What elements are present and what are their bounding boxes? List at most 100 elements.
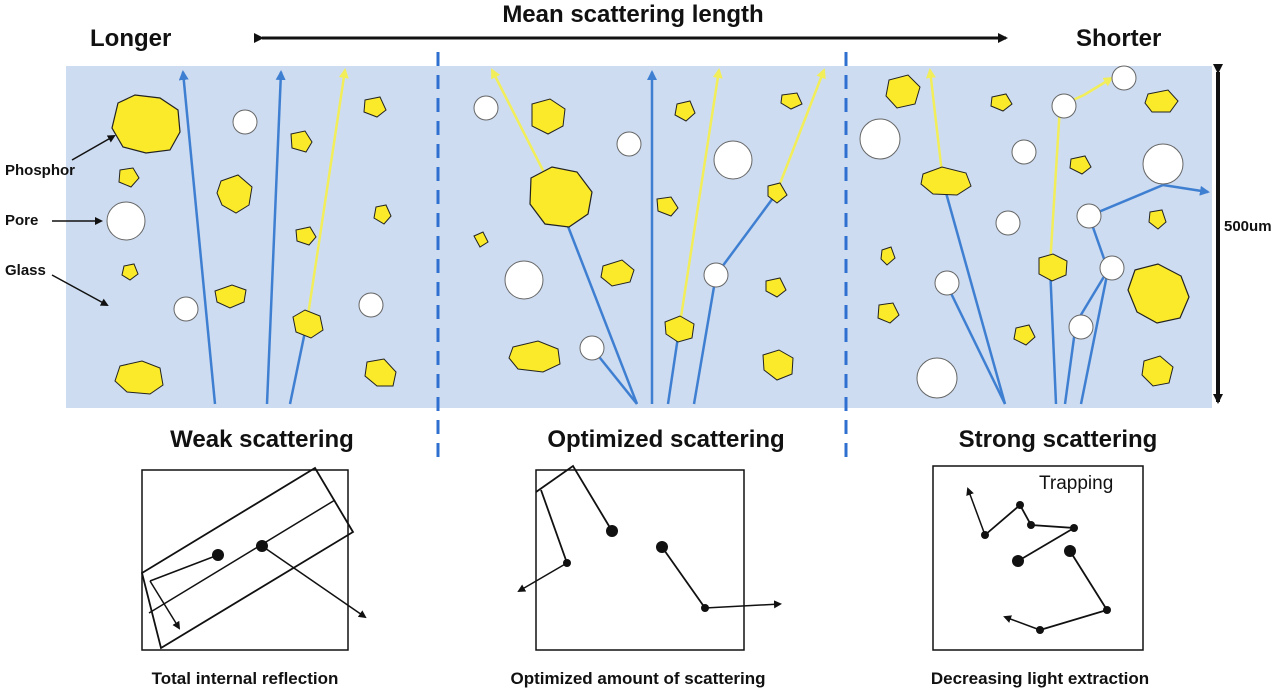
blue-ray [941,181,1007,405]
pore [703,262,729,288]
strong-scattering-schematic: Trapping [932,465,1144,651]
phosphor-particle [765,277,787,298]
blue-ray [265,70,286,405]
light-path [1003,615,1041,631]
light-path [661,546,706,609]
pore-label: Pore [5,212,38,229]
light-path [261,545,367,619]
phosphor-particle [114,360,164,395]
strong-scattering-title: Strong scattering [959,426,1158,453]
weak-scattering-title: Weak scattering [170,426,354,453]
pore [1099,255,1125,281]
phosphor-particle [531,98,566,135]
trapping-label: Trapping [1039,473,1113,494]
phosphor-particle [290,130,313,153]
blue-ray [944,282,1007,405]
weak-scattering-slab: Phosphor Pore Glass [5,68,397,405]
phosphor-particle [877,302,900,324]
pore [358,292,384,318]
scatter-event [1016,501,1024,509]
phosphor-particle [885,74,921,109]
header-title: Mean scattering length [502,1,763,28]
phosphor-particle [121,263,139,281]
light-path [704,600,782,609]
pore [173,296,199,322]
phosphor-particle [664,315,695,343]
escape-cone [535,464,613,532]
thickness-label: 500um [1224,218,1272,235]
scatter-event [1103,606,1111,614]
light-path [966,487,986,536]
pore [1142,143,1184,185]
phosphor-particle [216,174,253,214]
light-path [517,562,568,593]
phosphor-particle [1038,253,1068,282]
scatter-event [981,531,989,539]
scatter-event [1027,521,1035,529]
light-path [984,503,1077,562]
weak-scattering-caption: Total internal reflection [152,669,339,688]
phosphor-label: Phosphor [5,162,75,179]
phosphor-particle [473,231,489,248]
light-path [149,554,219,582]
schematic-frame [932,465,1144,651]
phosphor-particle [529,166,593,228]
phosphor-particle [214,284,247,309]
yellow-ray [1083,76,1114,97]
yellow-ray [677,68,723,331]
weak-scattering-schematic [140,466,367,651]
pore [579,335,605,361]
yellow-ray [774,68,826,195]
pore [1111,65,1137,91]
pore [713,140,753,180]
pore [1051,93,1077,119]
emission-point [606,525,618,537]
slab-inner-line [148,499,336,614]
optimized-scattering-slab [473,68,826,405]
phosphor-particle [1013,324,1036,346]
phosphor-particle [674,100,696,122]
pore [859,118,901,160]
optimized-scattering-caption: Optimized amount of scattering [510,669,765,688]
light-path [1039,550,1109,631]
glass-pointer [51,274,109,306]
phosphor-particle [363,96,387,118]
phosphor-particle [656,196,679,217]
pore [106,201,146,241]
phosphor-particle [600,259,635,287]
blue-ray [555,197,639,405]
pore [616,131,642,157]
blue-ray [1048,265,1058,405]
pore [1011,139,1037,165]
yellow-ray [305,68,349,323]
phosphor-particle [920,166,972,196]
yellow-ray [925,68,945,183]
schematic-frame [535,469,745,651]
phosphor-pointer [71,135,116,161]
emission-point [1012,555,1024,567]
phosphor-particle [111,94,181,154]
light-path [540,489,568,564]
phosphor-particle [508,340,561,373]
blue-ray [1162,183,1210,196]
phosphor-particle [767,182,788,204]
pore [1076,203,1102,229]
phosphor-particle [880,246,896,266]
pore [232,109,258,135]
pore [934,270,960,296]
phosphor-particle [292,309,324,339]
phosphor-particle [1069,155,1092,175]
blue-ray [666,329,681,405]
phosphor-particle [1148,209,1167,230]
pore [1068,314,1094,340]
pore [473,95,499,121]
phosphor-particle [780,92,803,110]
optimized-scattering-title: Optimized scattering [547,426,784,453]
phosphor-particle [1141,355,1174,387]
phosphor-particle [118,167,140,188]
phosphor-particle [762,349,794,381]
optimized-scattering-schematic [517,464,782,651]
pore [504,260,544,300]
strong-scattering-slab [859,65,1210,405]
